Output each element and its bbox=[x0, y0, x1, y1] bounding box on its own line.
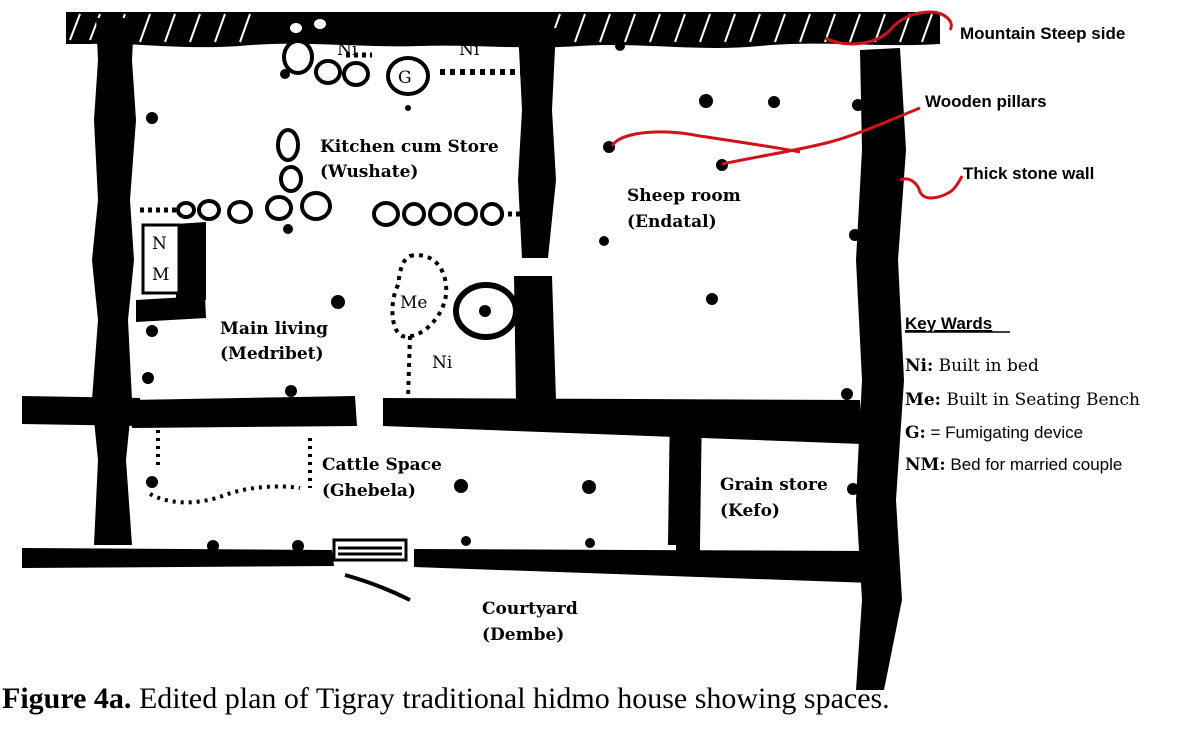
figure-caption-text: Edited plan of Tigray traditional hidmo … bbox=[131, 682, 890, 715]
key-title: Key Wards bbox=[905, 314, 992, 333]
ni-bed-ring bbox=[453, 282, 519, 340]
key-item-g: G: = Fumigating device bbox=[905, 423, 1083, 443]
mountain-annotation: Mountain Steep side bbox=[960, 24, 1125, 43]
seating-bench bbox=[390, 253, 449, 399]
entrance-threshold bbox=[332, 538, 411, 602]
key-item-me: Me: Built in Seating Bench bbox=[905, 390, 1140, 410]
wall-annotation: Thick stone wall bbox=[963, 164, 1094, 183]
sheep-sublabel: (Endatal) bbox=[627, 212, 717, 232]
room-cattle: Cattle Space (Ghebela) bbox=[322, 455, 442, 501]
pillars-annotation: Wooden pillars bbox=[925, 92, 1047, 111]
living-label: Main living bbox=[220, 319, 328, 339]
room-living: Main living (Medribet) bbox=[220, 319, 328, 364]
ni-label-left: Ni bbox=[337, 40, 358, 60]
g-label: G bbox=[398, 68, 412, 88]
kitchen-sublabel: (Wushate) bbox=[320, 162, 418, 182]
room-kitchen: Kitchen cum Store (Wushate) bbox=[320, 137, 499, 182]
room-grain: Grain store (Kefo) bbox=[720, 475, 828, 521]
living-sublabel: (Medribet) bbox=[220, 344, 324, 364]
kitchen-label: Kitchen cum Store bbox=[320, 137, 499, 157]
cattle-label: Cattle Space bbox=[322, 455, 442, 475]
sheep-label: Sheep room bbox=[627, 186, 741, 206]
cattle-trough bbox=[149, 430, 312, 505]
figure-caption: Figure 4a. Edited plan of Tigray traditi… bbox=[2, 682, 890, 716]
grain-sublabel: (Kefo) bbox=[720, 501, 780, 521]
mountain-steep-side bbox=[66, 12, 940, 48]
nm-label-n: N bbox=[152, 234, 167, 254]
cattle-sublabel: (Ghebela) bbox=[322, 481, 416, 501]
courtyard-label: Courtyard bbox=[482, 599, 578, 619]
key-item-ni: Ni: Built in bed bbox=[905, 356, 1039, 376]
bed-rings-top bbox=[282, 15, 522, 96]
room-sheep: Sheep room (Endatal) bbox=[627, 186, 741, 232]
ni-label-right: Ni bbox=[459, 40, 480, 60]
key-item-nm: NM: Bed for married couple bbox=[905, 455, 1122, 475]
thick-stone-walls bbox=[22, 18, 906, 690]
courtyard-sublabel: (Dembe) bbox=[482, 625, 564, 645]
nm-label-m: M bbox=[152, 265, 169, 285]
figure-label: Figure 4a. bbox=[2, 682, 132, 715]
ni-bench-label: Ni bbox=[432, 353, 453, 373]
wooden-pillars bbox=[142, 41, 864, 552]
key-legend: Key Wards Ni: Built in bed Me: Built in … bbox=[905, 314, 1140, 475]
married-couple-bed: N M bbox=[141, 223, 181, 295]
me-label: Me bbox=[400, 293, 427, 313]
annotation-leaders bbox=[610, 10, 964, 200]
grain-label: Grain store bbox=[720, 475, 828, 495]
bed-rings-kitchen bbox=[140, 128, 522, 227]
room-courtyard: Courtyard (Dembe) bbox=[482, 599, 578, 645]
